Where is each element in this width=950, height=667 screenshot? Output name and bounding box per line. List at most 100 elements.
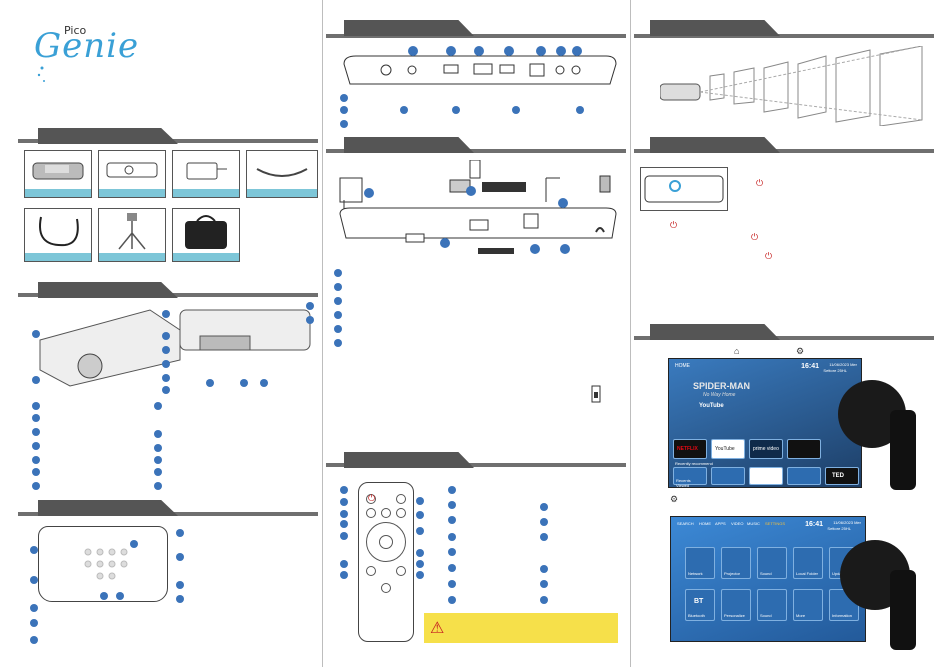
callout-dot [30,604,38,612]
settings-tile-label: More [796,613,806,618]
hdmi-cable-icon [39,216,79,247]
callout-dot [504,46,514,56]
app-tile-label: TED [832,473,844,479]
legend-dot [176,581,184,589]
bt-icon: BT [694,598,704,605]
app-tile [787,467,821,485]
legend-dot [334,325,342,333]
legend-dot [32,468,40,476]
legend-dot [154,402,162,410]
legend-dot [540,565,548,573]
callout-dot [446,46,456,56]
callout-dot [240,379,248,387]
section-bar-connections [326,149,626,153]
legend-dot [154,456,162,464]
callout-dot [260,379,268,387]
item-bag-box [172,208,240,262]
legend-dot [448,548,456,556]
app-tile [749,467,783,485]
home-screen-sub: Settore 25HL [823,368,847,373]
projector-icon [32,162,84,180]
settings-icon: ⚙ [670,494,679,504]
settings-tile-label: Update [832,571,845,576]
callout-dot [416,527,424,535]
callout-dot [130,540,138,548]
legend-dot [448,580,456,588]
callout-dot [162,346,170,354]
caption-bar [25,189,91,197]
app-tile [787,439,821,459]
usb-drive-icon [591,385,601,403]
home-screen-label: HOME [675,363,690,369]
recent-section-label: Recently recommend [675,461,713,466]
legend-dot [32,414,40,422]
callout-dot [340,571,348,579]
legend-dot [32,442,40,450]
settings-remote [890,570,916,650]
home-screen: HOME 16:41 11/06/2023 Mer Settore 25HL S… [668,358,862,488]
legend-dot [334,269,342,277]
legend-dot [30,619,38,627]
remote-button [381,508,391,518]
remote-button [396,566,406,576]
caption-bar [247,189,317,197]
remote-power-icon: ⏻ [368,493,376,503]
legend-dot [400,106,408,114]
callout-dot [530,244,540,254]
section-bar-ports [326,34,626,38]
tripod-icon [118,213,146,250]
legend-dot [32,402,40,410]
callout-dot [162,332,170,340]
legend-dot [576,106,584,114]
settings-tile-label: Sound [760,571,772,576]
legend-dot [154,468,162,476]
settings-tile-projector: Projector [721,547,751,579]
callout-dot [440,238,450,248]
callout-dot [32,376,40,384]
settings-tile-sound-2: Sound [757,589,787,621]
settings-tab-apps: APPS [715,521,726,526]
legend-dot [540,580,548,588]
settings-tab-music: MUSIC [747,521,760,526]
legend-dot [540,596,548,604]
settings-screen-time: 16:41 [805,521,823,528]
callout-dot [536,46,546,56]
callout-dot [162,360,170,368]
callout-dot [416,511,424,519]
settings-tile-label: Network [688,571,703,576]
section-bar-interface [634,336,934,340]
callout-dot [206,379,214,387]
caption-bar [173,189,239,197]
power-icon: ⏻ [756,178,764,188]
section-tab-remote [344,452,474,468]
legend-dot [30,636,38,644]
legend-dot [452,106,460,114]
legend-dot [448,533,456,541]
app-tile-label: prime video [753,446,779,452]
legend-dot [334,297,342,305]
item-cable-box [246,150,318,198]
callout-dot [306,316,314,324]
legend-dot [540,503,548,511]
section-tab-top-panel [38,500,178,516]
settings-tile-label: Local Folder [796,571,819,576]
legend-dot [176,595,184,603]
callout-dot [340,498,348,506]
power-icon: ⏻ [751,232,759,242]
callout-dot [100,592,108,600]
item-hdmi-box [24,208,92,262]
remote-button [381,583,391,593]
legend-dot [448,516,456,524]
settings-screen: SEARCH HOME APPS VIDEO MUSIC SETTINGS 16… [670,516,866,642]
callout-dot [364,188,374,198]
callout-dot [340,532,348,540]
app-tile-netflix: NETFLIX [673,439,707,459]
callout-dot [416,571,424,579]
callout-dot [558,198,568,208]
remote-button [396,494,406,504]
legend-dot [334,311,342,319]
settings-tile-label: Bluetooth [688,613,705,618]
column-divider-1 [322,0,323,667]
item-remote-box [98,150,166,198]
callout-dot [162,386,170,394]
